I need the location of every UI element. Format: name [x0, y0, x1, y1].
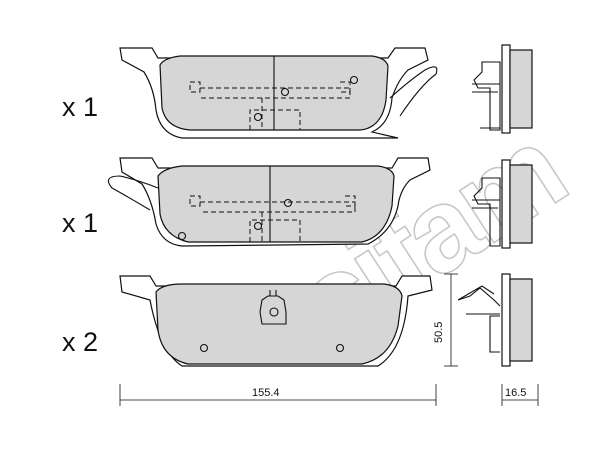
friction-lining-2 — [157, 165, 395, 243]
dimension-height: 50.5 — [433, 273, 458, 367]
side-backing-2 — [501, 159, 511, 249]
dimension-thickness-label: 16.5 — [505, 387, 526, 399]
center-clip-3 — [259, 290, 287, 325]
side-clip-2 — [472, 177, 501, 247]
side-view-1 — [472, 44, 533, 134]
brake-pad-1 — [119, 47, 438, 139]
side-backing-3 — [501, 273, 511, 367]
side-lining-2 — [509, 164, 533, 244]
brake-pad-3 — [119, 275, 433, 367]
wear-indicator-spring-1 — [389, 66, 438, 117]
hole-2a — [283, 198, 293, 208]
dimension-thickness: 16.5 — [501, 384, 539, 406]
hidden-clip-outline-2 — [189, 195, 356, 242]
side-view-2 — [472, 159, 533, 249]
clip-hole-3 — [269, 307, 279, 317]
side-clip-1 — [472, 61, 501, 131]
dimension-length-label: 155.4 — [252, 387, 280, 399]
quantity-label-row-1: x 1 — [62, 92, 98, 122]
side-view-3 — [457, 273, 533, 367]
hole-1c — [349, 75, 359, 85]
hole-1b — [253, 112, 263, 122]
side-lining-1 — [509, 49, 533, 129]
side-backing-1 — [501, 44, 511, 134]
quantity-label-row-3: x 2 — [62, 327, 98, 357]
hole-1a — [280, 87, 290, 97]
hole-3b — [335, 343, 345, 353]
side-lining-3 — [509, 278, 533, 362]
quantity-label-row-2: x 1 — [62, 208, 98, 238]
hidden-clip-outline-1 — [189, 81, 351, 130]
brake-pad-2 — [107, 157, 431, 247]
hole-3a — [199, 343, 209, 353]
hole-2b — [253, 221, 263, 231]
wear-indicator-spring-2 — [107, 175, 159, 211]
hole-2c — [177, 231, 187, 241]
dimension-height-label: 50.5 — [433, 322, 445, 343]
dimension-length: 155.4 — [119, 384, 437, 406]
side-spring-clip-3 — [457, 285, 501, 353]
